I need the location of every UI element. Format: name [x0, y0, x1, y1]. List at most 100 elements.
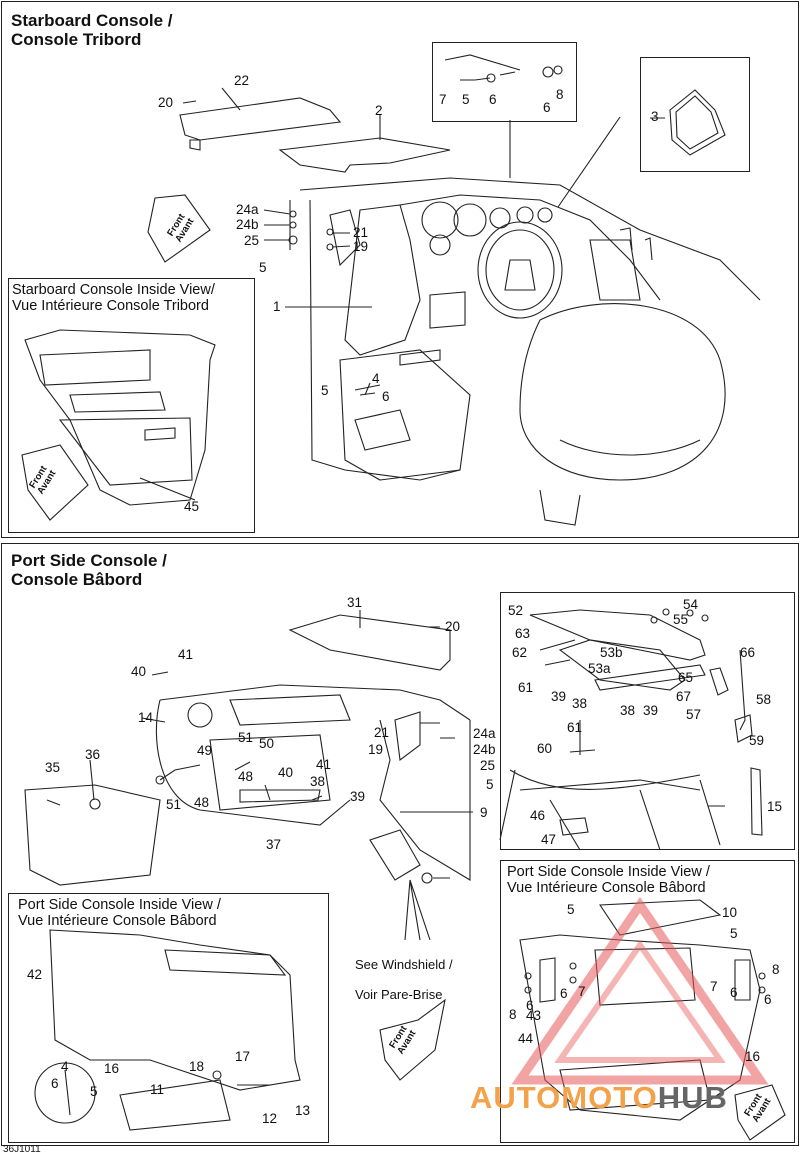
callout: 6	[526, 998, 534, 1013]
callout: 63	[515, 626, 531, 641]
callout: 51	[238, 730, 254, 745]
callout: 16	[745, 1049, 761, 1064]
callout: 62	[512, 645, 528, 660]
callout: 48	[194, 795, 210, 810]
callout: 37	[266, 837, 282, 852]
callout: 19	[368, 742, 384, 757]
callout: 6	[764, 992, 772, 1007]
see-windshield-line1: See Windshield /	[355, 957, 453, 972]
callout: 8	[556, 87, 564, 102]
callout: 53a	[588, 661, 611, 676]
callout: 40	[278, 765, 294, 780]
callout: 16	[104, 1061, 120, 1076]
callout: 42	[27, 967, 43, 982]
callout: 36	[85, 747, 101, 762]
callout: 4	[61, 1059, 69, 1074]
callout: 38	[620, 703, 636, 718]
port-inside-view-left-line2: Vue Intérieure Console Bâbord	[18, 913, 217, 929]
port-title-line2: Console Bâbord	[11, 570, 143, 589]
callout: 10	[722, 905, 738, 920]
callout: 25	[244, 233, 260, 248]
callout: 1	[273, 299, 281, 314]
callout: 7	[439, 92, 447, 107]
callout: 9	[480, 805, 488, 820]
callout: 61	[567, 720, 583, 735]
callout: 5	[321, 383, 329, 398]
callout: 52	[508, 603, 524, 618]
callout: 24a	[473, 726, 496, 741]
callout: 50	[259, 736, 275, 751]
callout: 49	[197, 743, 213, 758]
callout: 7	[578, 984, 586, 999]
callout: 20	[445, 619, 461, 634]
callout: 41	[316, 757, 332, 772]
callout: 59	[749, 733, 765, 748]
callout: 47	[541, 832, 557, 847]
callout: 54	[683, 597, 699, 612]
port-inside-view-box-left	[8, 893, 329, 1143]
callout: 55	[673, 612, 689, 627]
callout: 21	[374, 725, 390, 740]
watermark-part1: AUTOMOTO	[470, 1080, 658, 1115]
callout: 6	[51, 1076, 59, 1091]
callout: 67	[676, 689, 692, 704]
callout: 24a	[236, 202, 259, 217]
callout: 38	[310, 774, 326, 789]
callout: 58	[756, 692, 772, 707]
starboard-title: Starboard Console / Console Tribord	[11, 11, 173, 49]
callout: 6	[730, 985, 738, 1000]
callout: 18	[189, 1059, 205, 1074]
callout: 22	[234, 73, 250, 88]
callout: 6	[489, 92, 497, 107]
callout: 2	[375, 103, 383, 118]
callout: 39	[350, 789, 366, 804]
callout: 5	[90, 1084, 98, 1099]
callout: 43	[526, 1008, 542, 1023]
callout: 20	[158, 95, 174, 110]
callout: 7	[710, 979, 718, 994]
port-inside-view-right-line1: Port Side Console Inside View /	[507, 864, 710, 880]
starboard-title-line1: Starboard Console /	[11, 11, 173, 30]
callout: 53b	[600, 645, 623, 660]
callout: 8	[772, 962, 780, 977]
callout: 61	[518, 680, 534, 695]
callout: 15	[767, 799, 783, 814]
port-inside-view-title-right: Port Side Console Inside View / Vue Inté…	[507, 864, 710, 896]
starboard-title-line2: Console Tribord	[11, 30, 142, 49]
callout: 45	[184, 499, 200, 514]
callout: 6	[560, 986, 568, 1001]
callout: 41	[178, 647, 194, 662]
callout: 39	[551, 689, 567, 704]
callout: 60	[537, 741, 553, 756]
callout: 35	[45, 760, 61, 775]
see-windshield-note: See Windshield / Voir Pare-Brise	[355, 942, 453, 1017]
callout: 14	[138, 710, 154, 725]
callout: 51	[166, 797, 182, 812]
callout: 12	[262, 1111, 278, 1126]
callout: 8	[509, 1007, 517, 1022]
callout: 19	[353, 239, 369, 254]
callout: 5	[730, 926, 738, 941]
callout: 5	[462, 92, 470, 107]
callout: 57	[686, 707, 702, 722]
port-title-line1: Port Side Console /	[11, 551, 167, 570]
port-title: Port Side Console / Console Bâbord	[11, 551, 167, 589]
callout: 31	[347, 595, 363, 610]
callout: 13	[295, 1103, 311, 1118]
callout: 25	[480, 758, 496, 773]
callout: 24b	[473, 742, 496, 757]
callout: 39	[643, 703, 659, 718]
callout: 17	[235, 1049, 251, 1064]
callout: 5	[259, 260, 267, 275]
callout: 4	[372, 371, 380, 386]
callout: 40	[131, 664, 147, 679]
starboard-inside-view-line2: Vue Intérieure Console Tribord	[12, 298, 209, 314]
callout: 44	[518, 1031, 534, 1046]
port-inside-view-left-line1: Port Side Console Inside View /	[18, 897, 221, 913]
callout: 6	[543, 100, 551, 115]
figure-code: 36J1011	[3, 1144, 41, 1155]
callout: 5	[486, 777, 494, 792]
starboard-inside-view-title: Starboard Console Inside View/ Vue Intér…	[12, 282, 215, 314]
watermark: AUTOMOTOHUB	[470, 1080, 728, 1116]
callout: 5	[567, 902, 575, 917]
